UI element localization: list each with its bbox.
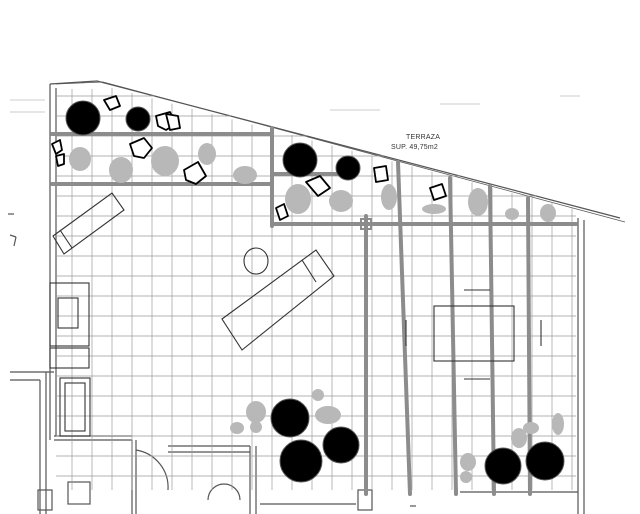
black-shrub-icon — [270, 398, 310, 438]
pergola-beams — [50, 126, 578, 496]
grey-shrub-icon — [422, 204, 446, 214]
grey-shrub-icon — [312, 389, 324, 401]
black-shrub-icon — [282, 142, 318, 178]
grey-shrub-icon — [381, 184, 397, 210]
rock-icon — [183, 161, 207, 185]
black-shrub-icon — [322, 426, 360, 464]
grey-shrub-icon — [250, 421, 262, 433]
grey-shrub-icon — [540, 204, 556, 222]
black-shrub-icon — [279, 439, 323, 483]
rock-icon — [103, 95, 121, 111]
grey-shrub-icon — [315, 406, 341, 424]
black-shrub-icon — [125, 106, 151, 132]
sunbed-icon — [221, 249, 335, 351]
grey-shrub-icon — [460, 471, 472, 483]
rock-icon — [129, 137, 153, 159]
grey-shrub-icon — [460, 453, 476, 471]
furniture — [49, 192, 542, 437]
grey-shrub-icon — [246, 401, 266, 423]
grey-shrub-icon — [505, 208, 519, 220]
grey-shrub-icon — [329, 190, 353, 212]
rock-icon — [429, 183, 447, 201]
grey-shrub-icon — [523, 422, 539, 434]
terrace-title-label: TERRAZA — [406, 134, 441, 141]
black-shrub-icon — [65, 100, 101, 136]
grey-shrub-icon — [69, 147, 91, 171]
black-shrub-icon — [335, 155, 361, 181]
terrace-outline — [8, 80, 626, 514]
black-shrub-icon — [525, 441, 565, 481]
rock-icon — [305, 175, 331, 197]
grey-shrub-icon — [233, 166, 257, 184]
rock-icon — [275, 203, 289, 221]
grey-shrub-icon — [511, 428, 527, 448]
round-stool-icon — [243, 247, 269, 275]
plants — [65, 100, 565, 485]
rock-icon — [51, 139, 63, 155]
grey-shrub-icon — [151, 146, 179, 176]
planter-icon — [49, 282, 90, 369]
rock-icon — [373, 165, 389, 183]
dining-table-icon — [405, 289, 542, 380]
planter-icon — [59, 377, 91, 437]
sunbed-icon — [52, 192, 125, 255]
rock-icon — [55, 153, 65, 167]
grey-shrub-icon — [552, 413, 564, 435]
grey-shrub-icon — [285, 184, 311, 214]
grey-shrub-icon — [468, 188, 488, 216]
grey-shrub-icon — [198, 143, 216, 165]
rocks — [51, 95, 447, 221]
grey-shrub-icon — [230, 422, 244, 434]
black-shrub-icon — [484, 447, 522, 485]
grey-shrub-icon — [109, 157, 133, 183]
rock-icon — [165, 113, 181, 131]
terrace-area-label: SUP. 49,75m2 — [391, 144, 439, 151]
faint-header-marks — [10, 95, 580, 113]
